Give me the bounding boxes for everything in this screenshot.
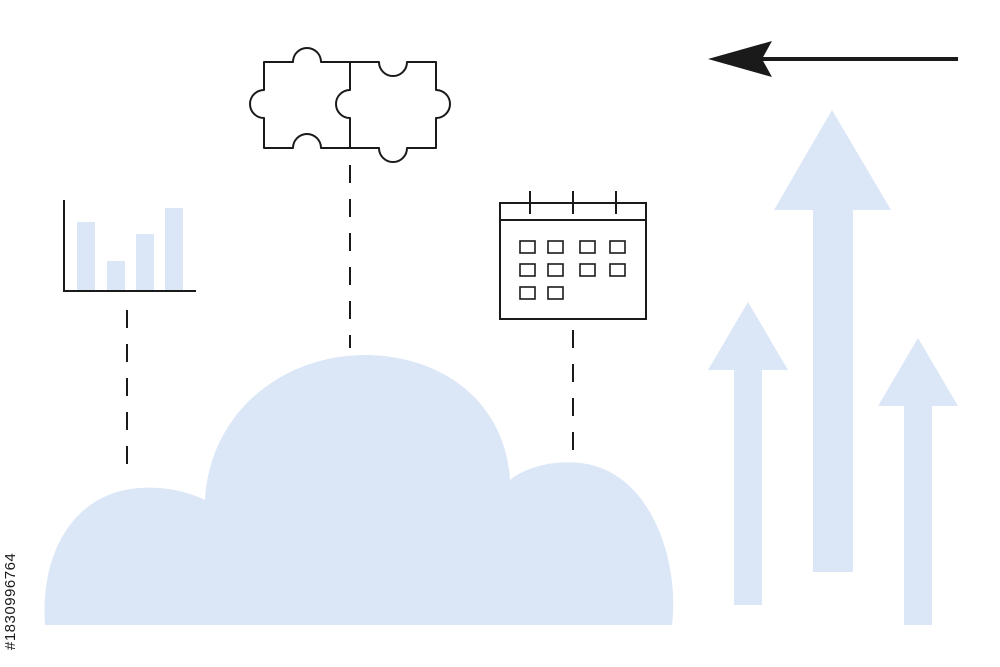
- bar-3: [136, 234, 154, 290]
- calendar-frame: [499, 202, 647, 320]
- left-arrow-icon: [708, 41, 958, 77]
- puzzle-piece-right: [350, 61, 451, 163]
- puzzle-pieces-icon: [249, 47, 451, 163]
- up-arrow-right: [878, 338, 958, 625]
- puzzle-piece-left: [249, 47, 351, 149]
- image-id-label: #1830996764: [2, 552, 19, 650]
- chart-axes: [63, 200, 196, 292]
- up-arrow-center: [774, 110, 891, 572]
- dashed-connectors: [126, 165, 574, 480]
- up-arrows-icon: [708, 110, 958, 625]
- bar-4: [165, 208, 183, 290]
- cloud-icon: [44, 355, 674, 625]
- calendar-day-cells: [519, 240, 626, 300]
- bar-2: [107, 261, 125, 290]
- calendar-icon: [499, 191, 647, 320]
- bar-1: [77, 222, 95, 290]
- bar-chart-icon: [63, 200, 196, 292]
- up-arrow-left: [708, 302, 788, 605]
